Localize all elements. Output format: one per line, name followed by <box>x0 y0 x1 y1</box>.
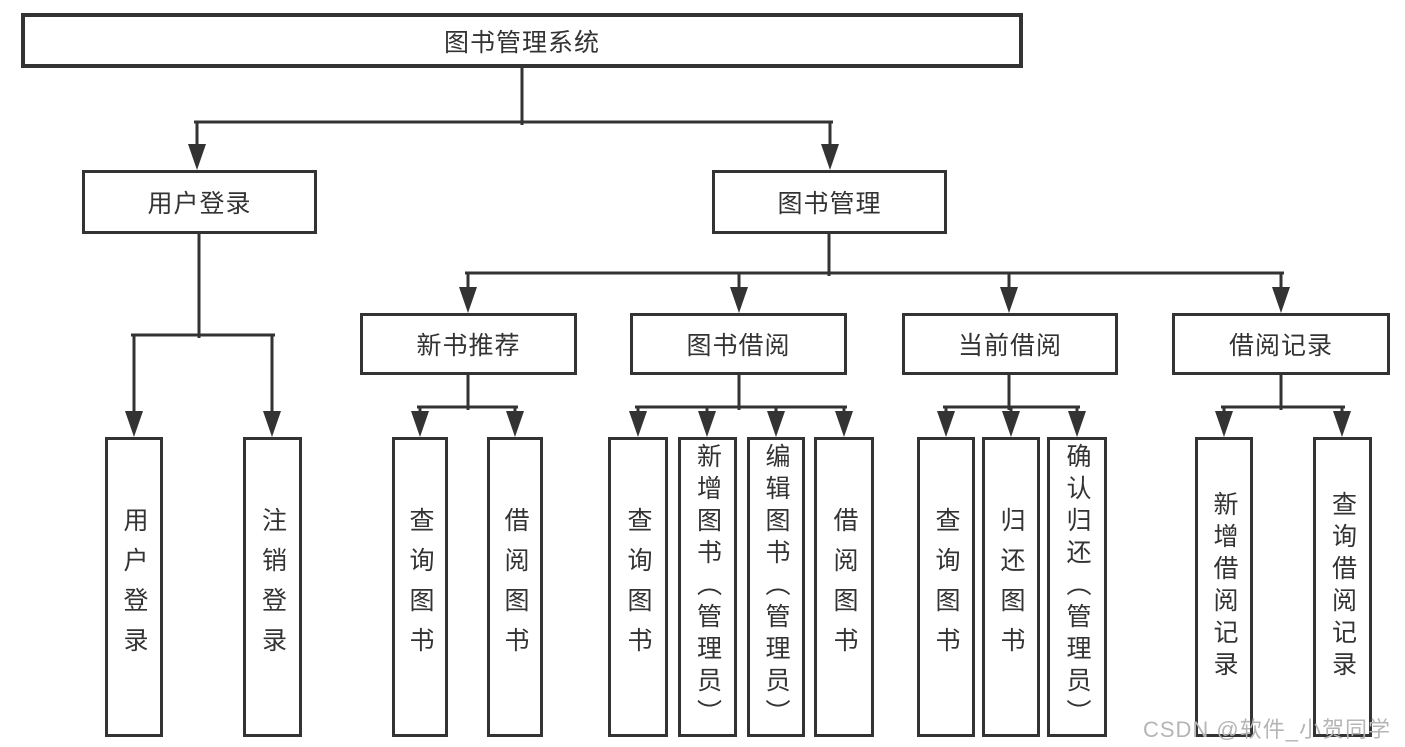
leaf-label: 查询图书 <box>624 507 652 667</box>
node-label: 图书借阅 <box>686 332 791 360</box>
leaf-label: 借阅图书 <box>830 507 858 667</box>
node-label: 借阅记录 <box>1228 332 1333 360</box>
node-user-login: 用户登录 <box>82 170 317 234</box>
node-label: 图书管理系统 <box>443 28 600 57</box>
leaf-add-books-admin: 新增图书（管理员） <box>678 437 737 737</box>
leaf-label: 新增借阅记录 <box>1210 491 1238 683</box>
node-borrow-records: 借阅记录 <box>1172 313 1390 375</box>
leaf-return-books: 归还图书 <box>982 437 1040 737</box>
leaf-logout: 注销登录 <box>243 437 302 737</box>
leaf-label: 查询图书 <box>406 507 434 667</box>
leaf-label: 查询借阅记录 <box>1328 491 1357 683</box>
leaf-label: 查询图书 <box>932 507 960 667</box>
node-book-borrow: 图书借阅 <box>630 313 847 375</box>
leaf-label: 注销登录 <box>258 507 287 667</box>
watermark: CSDN @软件_小贺同学 <box>1142 717 1391 742</box>
node-label: 用户登录 <box>147 190 252 218</box>
leaf-label: 新增图书（管理员） <box>693 443 722 731</box>
leaf-label: 借阅图书 <box>501 507 529 667</box>
leaf-query-books-borrow: 查询图书 <box>608 437 668 737</box>
leaf-borrow-books: 借阅图书 <box>814 437 874 737</box>
node-book-management: 图书管理 <box>712 170 947 234</box>
node-label: 新书推荐 <box>416 332 521 360</box>
leaf-label: 编辑图书（管理员） <box>762 443 790 731</box>
leaf-borrow-books-recommend: 借阅图书 <box>487 437 543 737</box>
leaf-label: 用户登录 <box>120 507 148 667</box>
leaf-label: 确认归还（管理员） <box>1063 443 1091 731</box>
node-label: 图书管理 <box>777 190 882 218</box>
leaf-user-login: 用户登录 <box>105 437 163 737</box>
leaf-add-borrow-record: 新增借阅记录 <box>1195 437 1253 737</box>
node-new-book-recommend: 新书推荐 <box>360 313 577 375</box>
leaf-confirm-return-admin: 确认归还（管理员） <box>1047 437 1107 737</box>
node-current-borrow: 当前借阅 <box>902 313 1118 375</box>
leaf-edit-books-admin: 编辑图书（管理员） <box>747 437 805 737</box>
leaf-label: 归还图书 <box>997 507 1025 667</box>
leaf-query-books-current: 查询图书 <box>917 437 975 737</box>
leaf-query-books-recommend: 查询图书 <box>392 437 448 737</box>
leaf-query-borrow-record: 查询借阅记录 <box>1313 437 1372 737</box>
node-label: 当前借阅 <box>957 332 1062 360</box>
node-library-system: 图书管理系统 <box>21 13 1023 68</box>
